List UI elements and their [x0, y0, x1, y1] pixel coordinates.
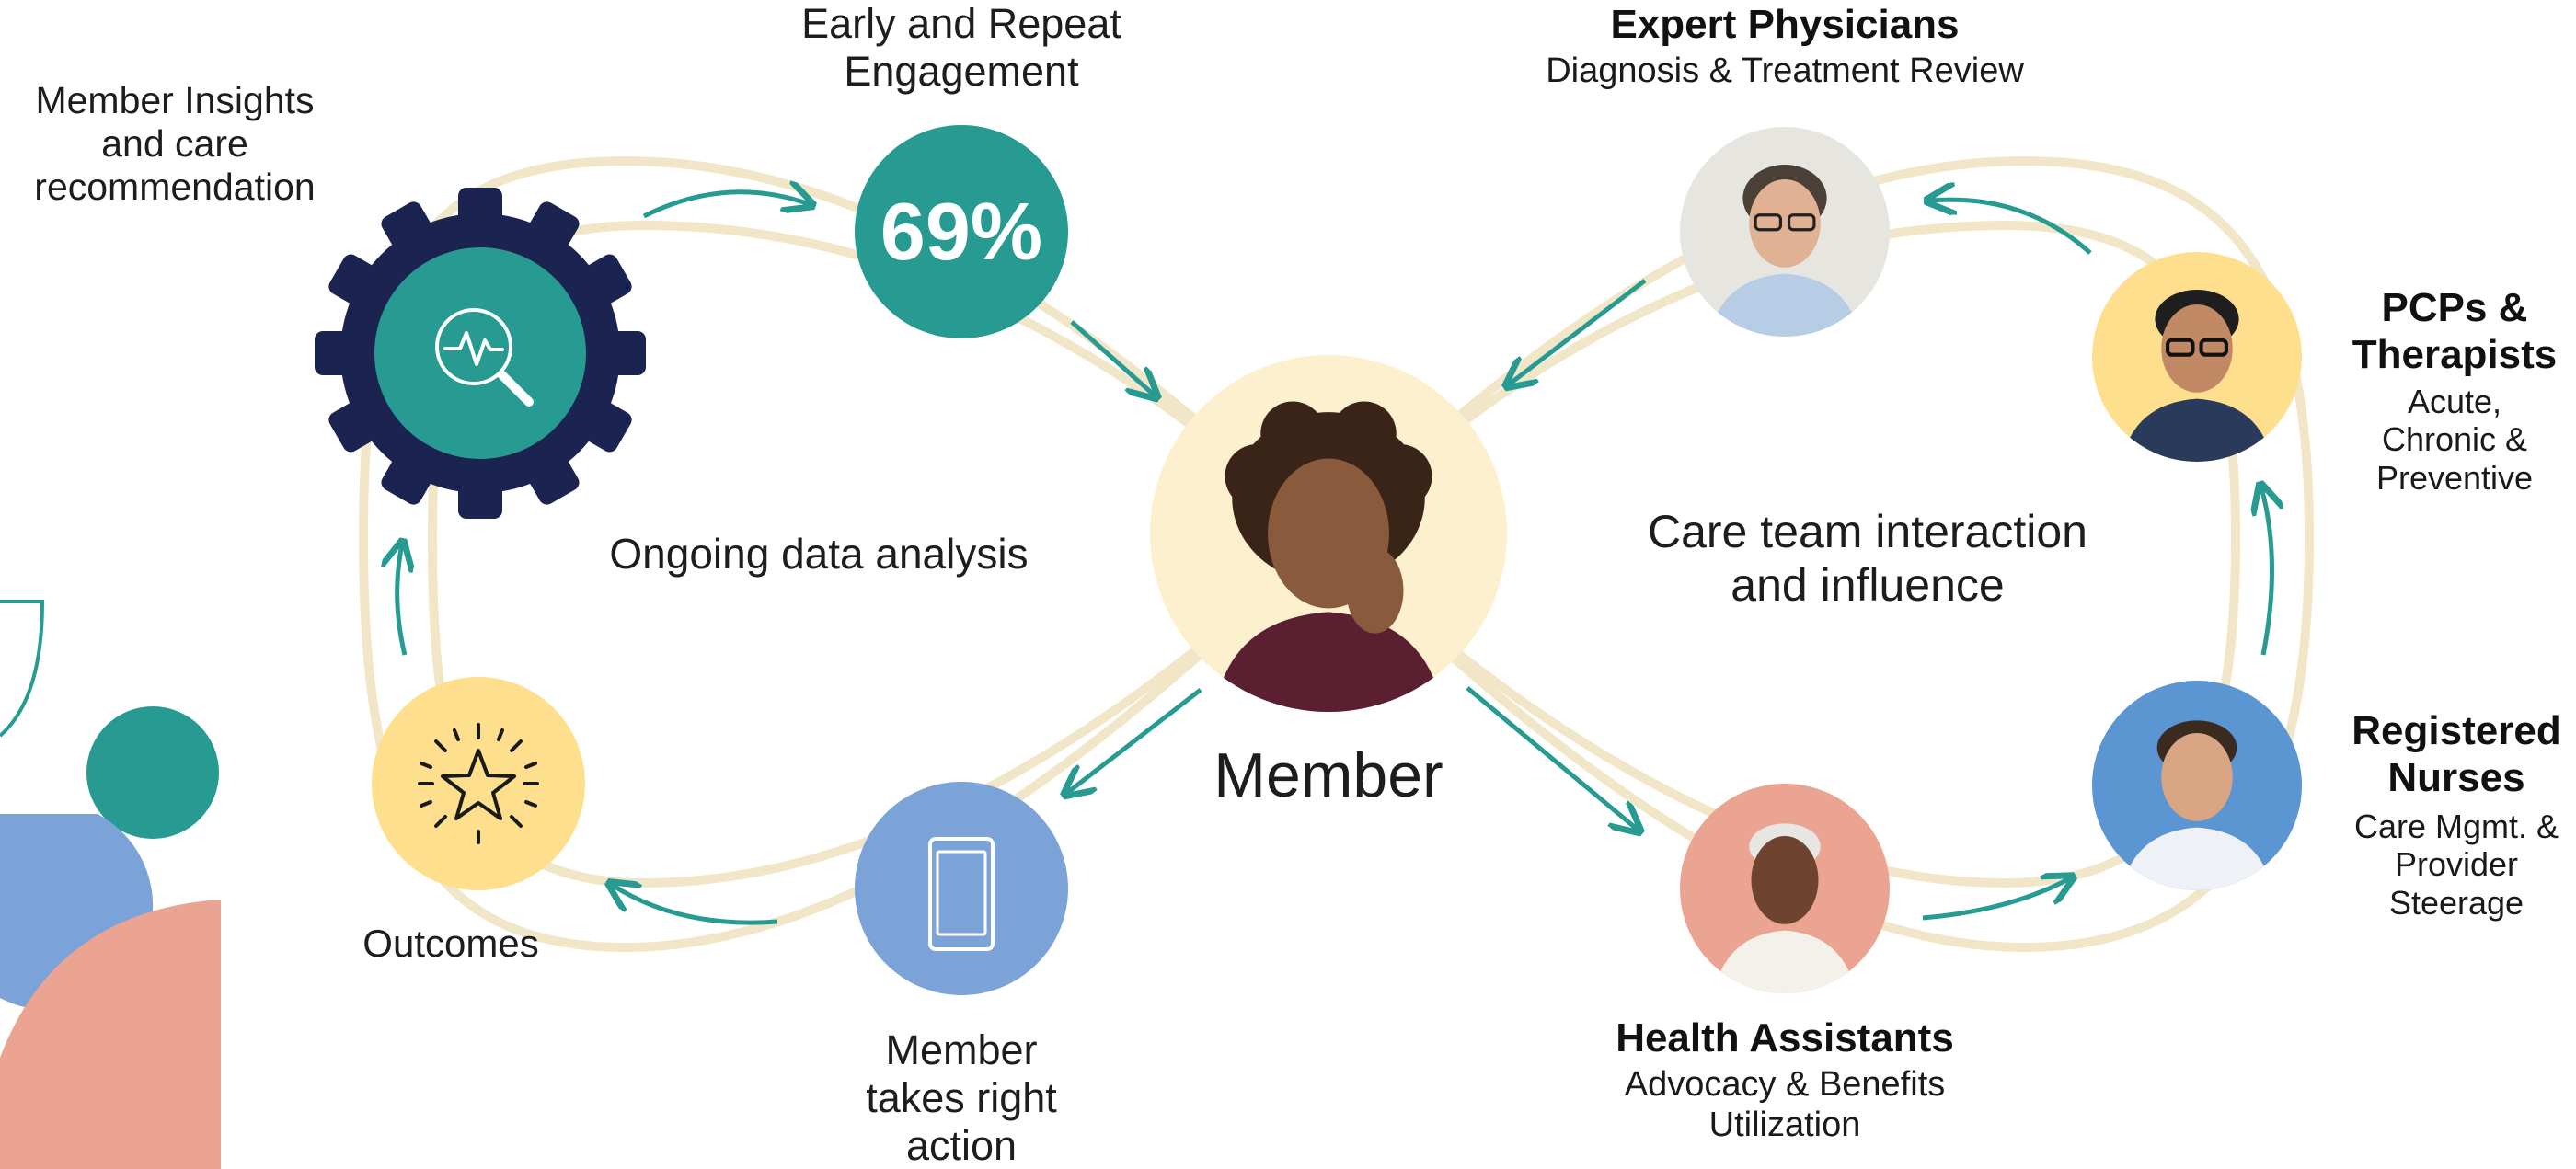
- engagement-label: Early and Repeat Engagement: [801, 0, 1121, 95]
- arrow-insights-to-engagement: [642, 192, 810, 219]
- nurses-title: Registered Nurses: [2352, 708, 2561, 800]
- action-label: Member takes right action: [866, 1026, 1057, 1169]
- smartphone-icon: [928, 837, 995, 951]
- member-label: Member: [1213, 740, 1443, 810]
- engagement-value: 69%: [880, 186, 1043, 277]
- arrow-member-to-assistants: [1466, 686, 1638, 830]
- action-node: [855, 782, 1068, 995]
- outcomes-label: Outcomes: [362, 922, 539, 965]
- decorative-shapes: [0, 600, 221, 1169]
- arrow-nurses-to-pcps: [2261, 487, 2272, 656]
- arrow-engagement-to-member: [1070, 320, 1155, 395]
- assistants-subtitle: Advocacy & Benefits Utilization: [1624, 1065, 1946, 1144]
- flow-arrows: [397, 192, 2272, 925]
- arrow-assistants-to-nurses: [1922, 878, 2070, 921]
- assistant-portrait: [1680, 784, 1890, 993]
- arrow-action-to-outcomes: [612, 885, 778, 925]
- pcp-portrait: [2092, 252, 2302, 462]
- analysis-label: Ongoing data analysis: [609, 530, 1029, 578]
- physicians-subtitle: Diagnosis & Treatment Review: [1546, 52, 2024, 90]
- arrow-member-to-action: [1067, 688, 1202, 793]
- member-portrait: [1150, 355, 1507, 712]
- star-burst-icon: [418, 723, 539, 844]
- nurse-portrait: [2092, 681, 2302, 890]
- pcps-subtitle: Acute, Chronic & Preventive: [2375, 383, 2534, 497]
- insights-label: Member Insights and care recommendation: [34, 79, 316, 209]
- arrow-physicians-to-member: [1509, 279, 1647, 384]
- arrow-pcps-to-physicians: [1930, 200, 2092, 255]
- magnifier-heartbeat-icon: [435, 308, 534, 407]
- pcps-title: PCPs & Therapists: [2352, 285, 2558, 377]
- engagement-circle: [855, 125, 1068, 338]
- interaction-label: Care team interaction and influence: [1647, 506, 2087, 611]
- physicians-title: Expert Physicians: [1610, 2, 1960, 47]
- assistants-title: Health Assistants: [1616, 1015, 1954, 1060]
- arrow-outcomes-to-insights: [397, 544, 405, 656]
- insights-gear: [315, 188, 646, 519]
- nurses-subtitle: Care Mgmt. & Provider Steerage: [2353, 808, 2559, 922]
- physician-portrait: [1680, 127, 1890, 337]
- outcomes-node: [372, 677, 585, 890]
